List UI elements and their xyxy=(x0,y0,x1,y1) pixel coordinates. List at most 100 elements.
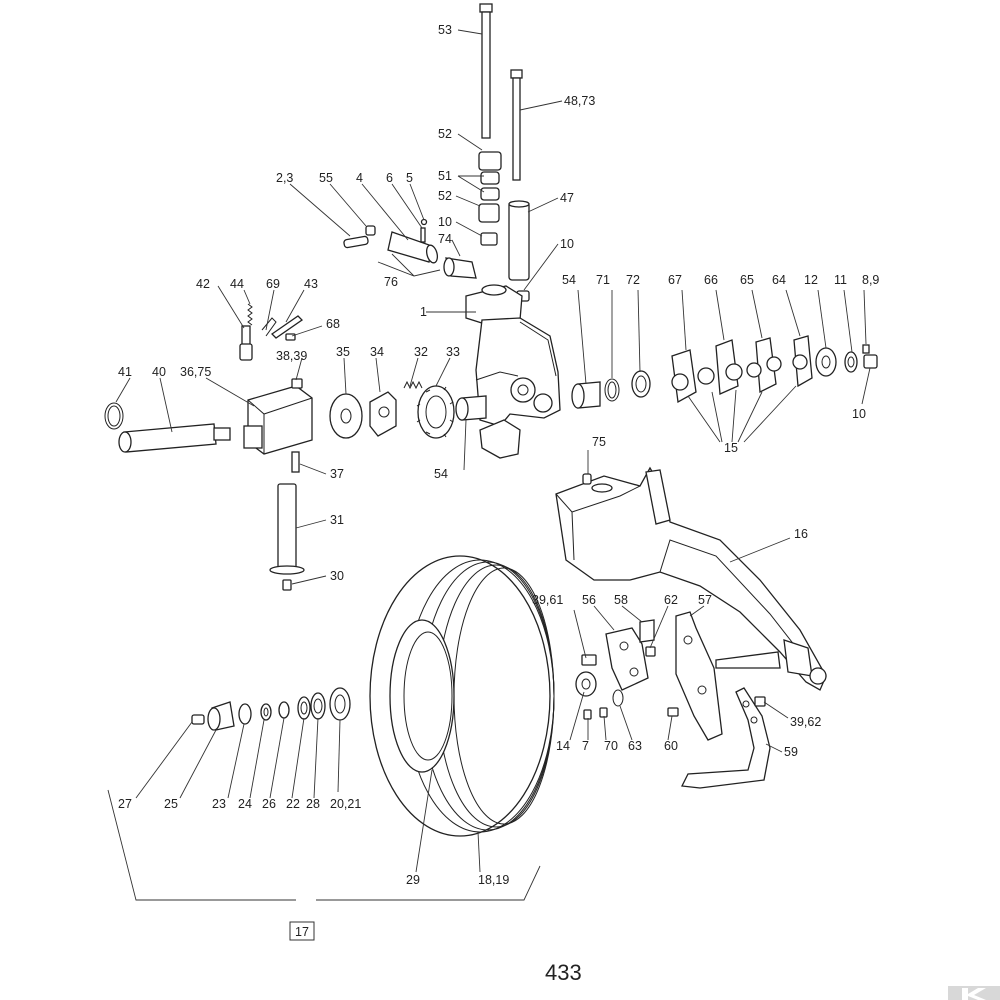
disc-65 xyxy=(746,337,782,394)
nut-62 xyxy=(645,646,656,657)
callout-4: 4 xyxy=(356,171,363,185)
ring-63 xyxy=(612,689,624,707)
nut-38-39 xyxy=(291,378,303,389)
callout-60: 60 xyxy=(664,739,678,753)
spring-44 xyxy=(247,303,253,326)
callout-33: 33 xyxy=(446,345,460,359)
shaft-4 xyxy=(387,231,439,264)
nut-10-right xyxy=(863,354,878,369)
callout-58: 58 xyxy=(614,593,628,607)
callout-15: 15 xyxy=(724,441,738,455)
seal-20-21 xyxy=(329,687,351,721)
sleeve-74 xyxy=(443,257,477,279)
ratchet-wheel-33 xyxy=(416,385,455,439)
bushing-52-bottom xyxy=(478,203,500,223)
plate-57 xyxy=(675,611,723,741)
callout-labels: 53 48,73 52 51 52 47 10 74 10 2,3 55 4 6… xyxy=(118,23,879,985)
callout-57: 57 xyxy=(698,593,712,607)
callout-69: 69 xyxy=(266,277,280,291)
bushing-52-top xyxy=(478,151,502,171)
callout-39-61: 39,61 xyxy=(532,593,563,607)
callout-54-center: 54 xyxy=(434,467,448,481)
callout-35: 35 xyxy=(336,345,350,359)
callout-25: 25 xyxy=(164,797,178,811)
scraper-59 xyxy=(681,687,771,789)
callout-5: 5 xyxy=(406,171,413,185)
callout-23: 23 xyxy=(212,797,226,811)
disc-66 xyxy=(697,339,743,395)
leader-lines xyxy=(107,29,871,901)
frame-arm-16 xyxy=(555,466,827,691)
ring-26 xyxy=(278,701,290,719)
callout-62: 62 xyxy=(664,593,678,607)
king-pin-31 xyxy=(269,483,305,575)
callout-28: 28 xyxy=(306,797,320,811)
washer-35 xyxy=(329,393,363,439)
callout-31: 31 xyxy=(330,513,344,527)
callout-12: 12 xyxy=(804,273,818,287)
callout-67: 67 xyxy=(668,273,682,287)
callout-55: 55 xyxy=(319,171,333,185)
callout-74: 74 xyxy=(438,232,452,246)
bushings-51 xyxy=(480,171,500,201)
grease-nipple-27 xyxy=(191,714,205,725)
sleeve-54-right xyxy=(571,381,601,409)
swivel-bracket-1 xyxy=(465,284,561,459)
callout-11: 11 xyxy=(834,273,847,287)
tube-47 xyxy=(508,200,530,281)
hub-cap-39-61 xyxy=(575,654,597,697)
callout-26: 26 xyxy=(262,797,276,811)
page-number: 433 xyxy=(545,960,582,985)
callout-24: 24 xyxy=(238,797,252,811)
callout-43: 43 xyxy=(304,277,318,291)
brand-logo-icon xyxy=(948,986,1000,1000)
callout-29: 29 xyxy=(406,873,420,887)
callout-10-frame: 10 xyxy=(560,237,574,251)
callout-70: 70 xyxy=(604,739,618,753)
callout-27: 27 xyxy=(118,797,132,811)
screw-8-9 xyxy=(862,344,870,354)
callout-20-21: 20,21 xyxy=(330,797,361,811)
callout-48-73: 48,73 xyxy=(564,94,595,108)
callout-22: 22 xyxy=(286,797,300,811)
callout-66: 66 xyxy=(704,273,718,287)
pivot-housing-36-75 xyxy=(243,385,313,455)
callout-68: 68 xyxy=(326,317,340,331)
callout-40: 40 xyxy=(152,365,166,379)
ring-71 xyxy=(604,378,620,402)
screw-70 xyxy=(599,707,608,718)
bracket-56 xyxy=(605,627,649,691)
callout-10-top: 10 xyxy=(438,215,452,229)
callout-52-top: 52 xyxy=(438,127,452,141)
callout-52-bottom: 52 xyxy=(438,189,452,203)
callout-63: 63 xyxy=(628,739,642,753)
screw-30 xyxy=(282,579,292,591)
screw-7 xyxy=(583,709,592,720)
callout-41: 41 xyxy=(118,365,132,379)
washer-24 xyxy=(260,703,272,721)
callout-10-right: 10 xyxy=(852,407,866,421)
callout-42: 42 xyxy=(196,277,210,291)
long-bolt-53 xyxy=(479,3,493,139)
ball-5 xyxy=(420,218,428,226)
bearing-28 xyxy=(310,692,326,720)
callout-18-19: 18,19 xyxy=(478,873,509,887)
callout-44: 44 xyxy=(230,277,244,291)
bolt-37 xyxy=(291,451,300,473)
callout-32: 32 xyxy=(414,345,428,359)
callout-14: 14 xyxy=(556,739,570,753)
bearing-22 xyxy=(297,696,311,720)
washer-11 xyxy=(844,351,858,373)
callout-54-right: 54 xyxy=(562,273,576,287)
bush-58 xyxy=(639,619,655,643)
assembly-label-box xyxy=(289,921,315,941)
spring-32 xyxy=(403,380,423,390)
long-bolt-48-73 xyxy=(510,69,523,181)
lever-43 xyxy=(270,315,304,339)
grease-nipple-75 xyxy=(582,473,592,485)
callout-37: 37 xyxy=(330,467,344,481)
callout-51: 51 xyxy=(438,169,452,183)
spring-pin-6 xyxy=(420,227,426,243)
callout-7: 7 xyxy=(582,739,589,753)
